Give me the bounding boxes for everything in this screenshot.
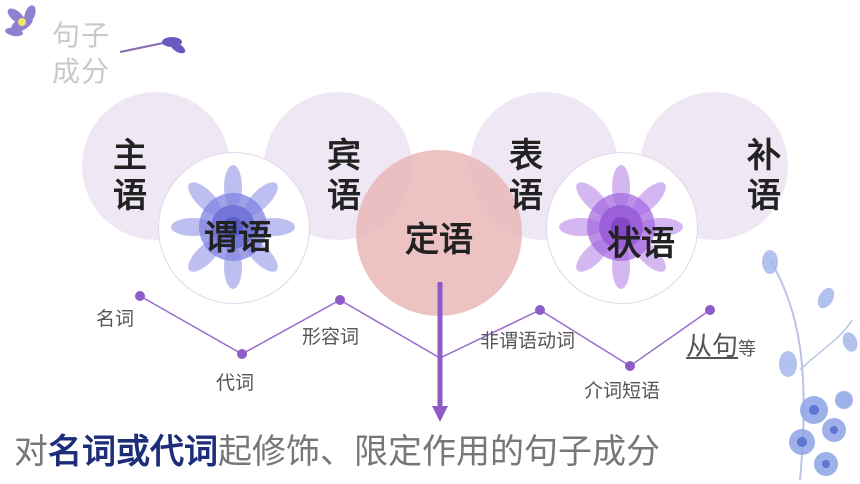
etc-text: 等 (738, 339, 757, 360)
predicate-flower-icon (171, 165, 295, 289)
right-flowers-decoration (762, 250, 858, 481)
corner-title: 句子成分 (52, 19, 111, 88)
definition-part2: 起修饰、限定作用的句子成分 (218, 432, 660, 472)
definition-highlight: 名词或代词 (48, 432, 218, 472)
clause-text: 从句 (686, 332, 739, 362)
corner-flower-decoration (5, 5, 186, 54)
noun-label: 名词 (96, 308, 135, 330)
subject-label: 主语 (113, 136, 147, 216)
pronoun-label: 代词 (216, 372, 255, 394)
object-label: 宾语 (327, 136, 361, 216)
adverbial-label: 状语 (607, 224, 675, 264)
complement-label: 补语 (747, 136, 781, 216)
clause-label: 从句等 (686, 326, 756, 363)
attribute-label: 定语 (405, 220, 473, 260)
adjective-label: 形容词 (302, 326, 360, 348)
nonfinite-verb-label: 非谓语动词 (480, 330, 576, 352)
predicative-label: 表语 (509, 136, 543, 216)
definition-sentence: 对名词或代词起修饰、限定作用的句子成分 (14, 424, 660, 473)
predicate-label: 谓语 (204, 218, 272, 258)
definition-part1: 对 (14, 432, 48, 472)
adverbial-flower-icon (559, 165, 683, 289)
prep-phrase-label: 介词短语 (584, 380, 661, 402)
